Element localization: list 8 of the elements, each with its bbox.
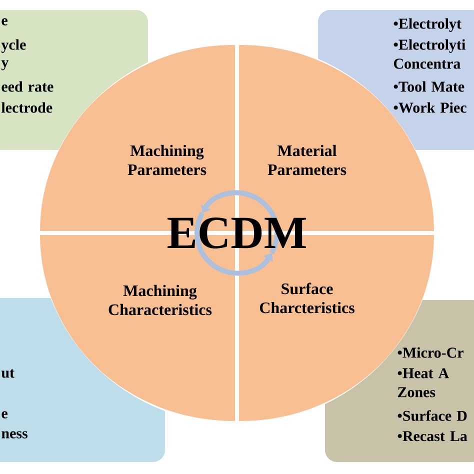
list-item: e [2, 411, 8, 418]
list-item: ycle [1, 39, 26, 53]
list-item: ness [2, 431, 28, 438]
list-item: e [2, 18, 8, 26]
list-item: ut [1, 369, 14, 378]
list-item: y [1, 60, 9, 70]
list-item: •Electrolyt [394, 18, 462, 32]
list-item: •Recast La [398, 431, 468, 442]
